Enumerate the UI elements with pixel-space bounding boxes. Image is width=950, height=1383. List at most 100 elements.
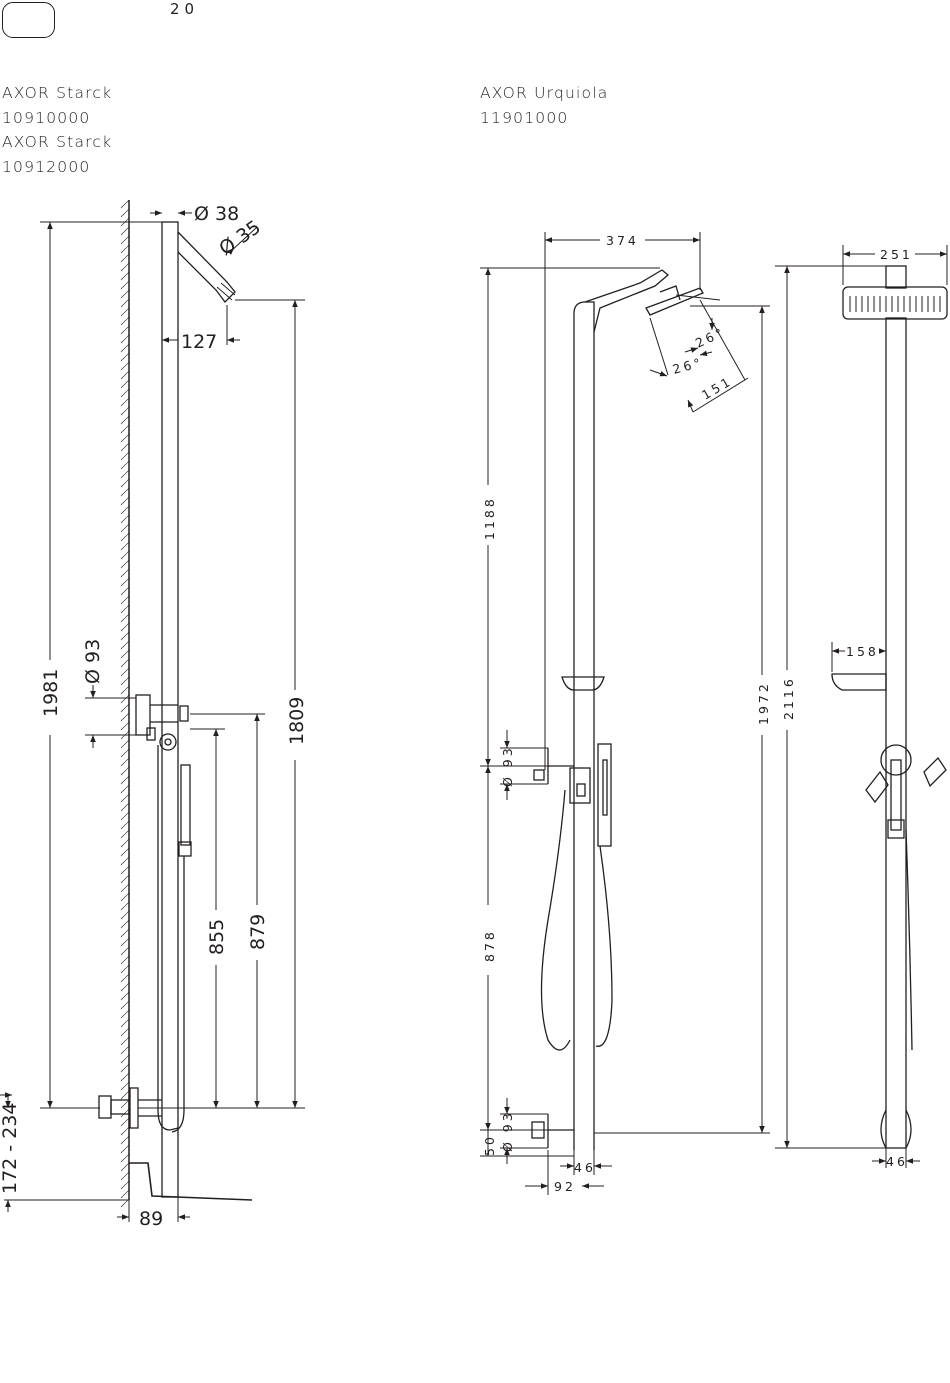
slide-holder — [562, 677, 604, 690]
hatch-line — [121, 821, 129, 829]
hatch-line — [121, 1136, 129, 1144]
hatch-line — [121, 857, 129, 865]
hatch-line — [121, 884, 129, 892]
middle-shower-drawing — [532, 270, 703, 1150]
hatch-line — [121, 1145, 129, 1153]
hatch-line — [121, 965, 129, 973]
bottom-connector — [99, 1096, 111, 1118]
riser-pipe — [886, 318, 906, 1148]
hatch-line — [121, 1118, 129, 1126]
shower-head-joint — [886, 266, 906, 288]
floor-line — [129, 1163, 252, 1200]
hatch-line — [121, 254, 129, 262]
hatch-line — [121, 848, 129, 856]
hatch-line — [121, 506, 129, 514]
hatch-line — [121, 1190, 129, 1198]
hatch-line — [121, 929, 129, 937]
dim-89: 89 — [139, 1208, 163, 1230]
hatch-line — [121, 416, 129, 424]
hatch-line — [121, 812, 129, 820]
hatch-line — [121, 992, 129, 1000]
hatch-line — [121, 632, 129, 640]
hatch-line — [121, 389, 129, 397]
hatch-line — [121, 623, 129, 631]
thermostat-indicator — [577, 784, 585, 796]
hatch-line — [121, 569, 129, 577]
hatch-line — [121, 578, 129, 586]
hatch-line — [121, 722, 129, 730]
dim-172-234: 172 - 234 — [0, 1103, 21, 1194]
hatch-line — [121, 911, 129, 919]
hand-shower — [598, 744, 611, 846]
hatch-line — [121, 587, 129, 595]
hatch-line — [121, 785, 129, 793]
hatch-line — [121, 803, 129, 811]
shower-arm — [585, 270, 668, 332]
dim-46-right: 46 — [886, 1154, 908, 1169]
hose — [906, 830, 912, 1050]
hatch-line — [121, 344, 129, 352]
dim-879: 879 — [247, 914, 269, 950]
hatch-line — [121, 596, 129, 604]
hatch-line — [121, 425, 129, 433]
right-dimension-lines — [775, 245, 947, 1168]
hatch-line — [121, 1055, 129, 1063]
hatch-line — [121, 1028, 129, 1036]
hatch-line — [121, 497, 129, 505]
hatch-line — [121, 371, 129, 379]
hatch-line — [121, 1037, 129, 1045]
hatch-line — [121, 1100, 129, 1108]
hatch-line — [121, 1154, 129, 1162]
hatch-line — [121, 263, 129, 271]
hatch-line — [121, 452, 129, 460]
dim-855: 855 — [206, 919, 228, 955]
shower-head — [843, 287, 947, 319]
shower-head-nozzles — [850, 296, 940, 312]
hatch-line — [121, 659, 129, 667]
hatch-line — [121, 515, 129, 523]
hatch-line — [121, 794, 129, 802]
hatch-line — [121, 767, 129, 775]
hatch-line — [121, 479, 129, 487]
hatch-line — [121, 434, 129, 442]
hatch-line — [121, 245, 129, 253]
thermostat-flange — [136, 695, 150, 735]
hatch-line — [121, 281, 129, 289]
hatch-line — [121, 299, 129, 307]
shower-head-detail — [217, 283, 235, 300]
dim-50: 50 — [482, 1134, 497, 1156]
thermostat-body — [570, 768, 590, 803]
riser-pipe — [162, 222, 178, 1197]
hatch-line — [121, 308, 129, 316]
hatch-line — [121, 668, 129, 676]
thermostat-cap — [534, 770, 544, 780]
hose — [542, 790, 571, 1050]
hatch-line — [121, 1172, 129, 1180]
hatch-line — [121, 353, 129, 361]
hatch-line — [121, 902, 129, 910]
bottom-flange — [130, 1088, 138, 1128]
dim-1972: 1972 — [756, 681, 771, 725]
hatch-line — [121, 875, 129, 883]
shower-head — [646, 288, 703, 315]
hose-connector-core — [165, 739, 171, 745]
hatch-line — [121, 533, 129, 541]
hatch-line — [121, 839, 129, 847]
hand-shower-grip — [603, 760, 607, 815]
hatch-line — [121, 749, 129, 757]
thermostat-body — [150, 705, 178, 722]
shelf — [832, 674, 886, 690]
hatch-line — [121, 380, 129, 388]
dim-92: 92 — [554, 1179, 576, 1194]
hatch-line — [121, 1127, 129, 1135]
valve-stem — [147, 728, 155, 740]
hatch-line — [121, 551, 129, 559]
hatch-line — [121, 947, 129, 955]
dim-251: 251 — [880, 247, 913, 262]
hose-return — [596, 846, 612, 1046]
hatch-line — [121, 974, 129, 982]
hatch-line — [121, 614, 129, 622]
dim-diameter-93-bottom: Ø 93 — [500, 1110, 515, 1152]
ext-line — [650, 318, 668, 375]
